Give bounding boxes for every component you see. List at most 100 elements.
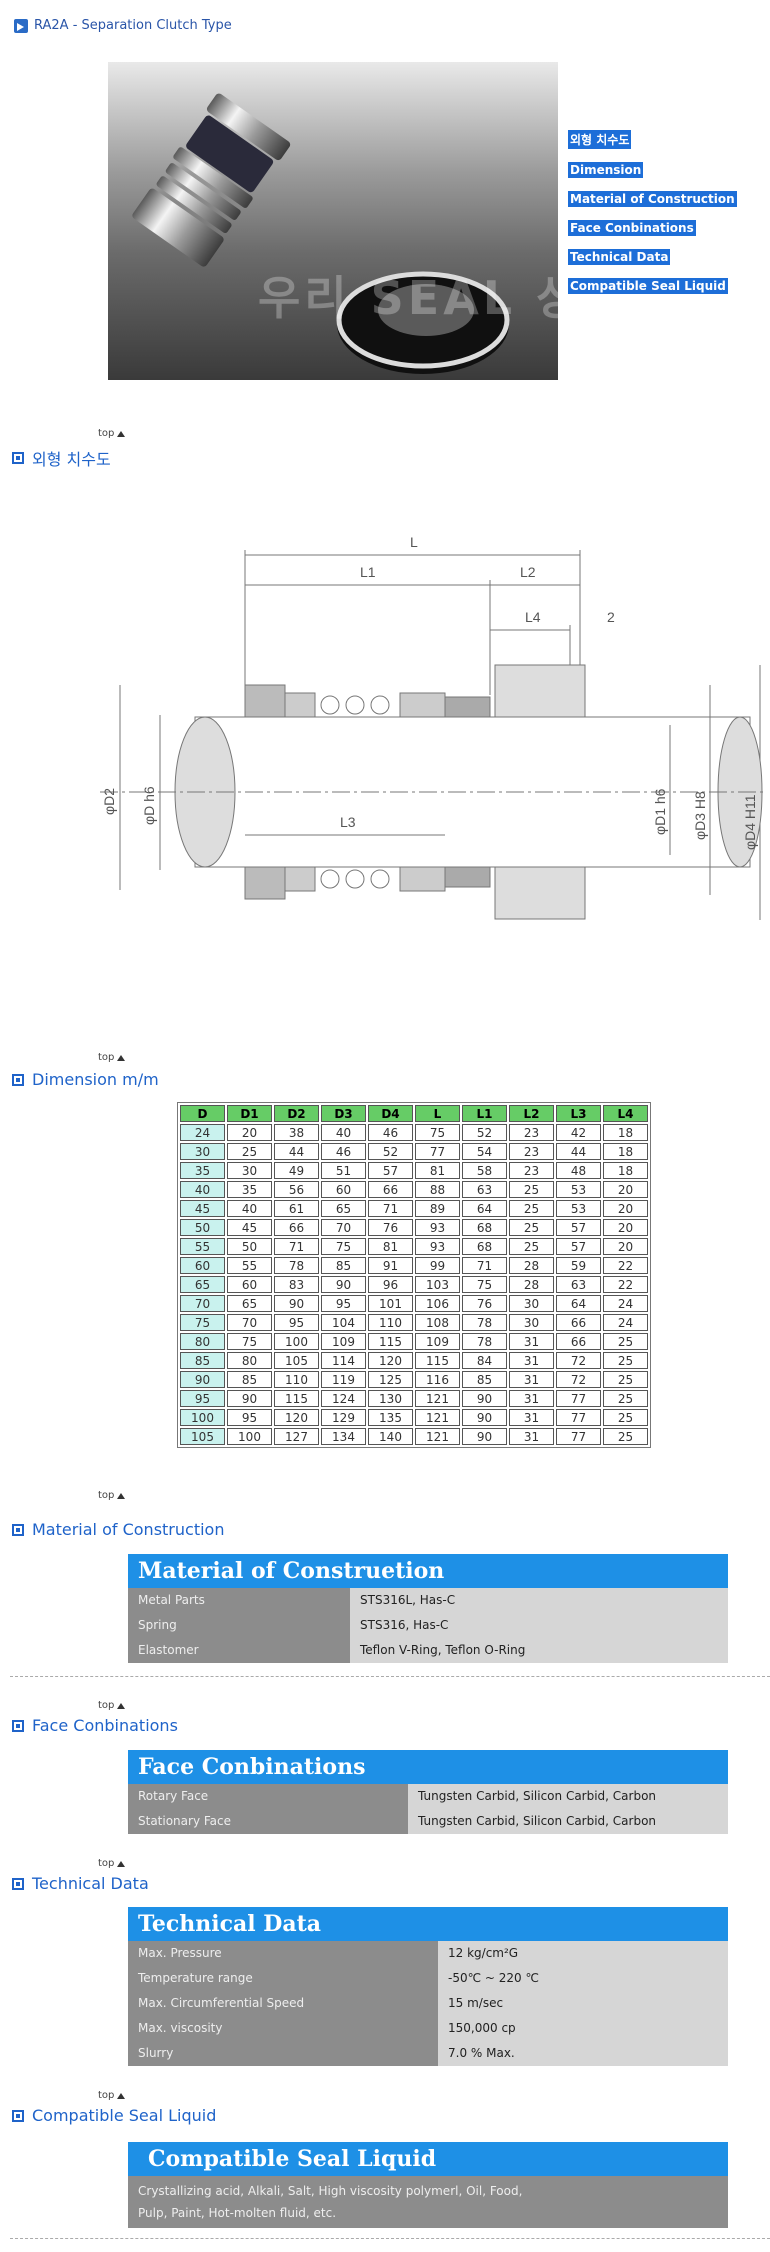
label-D3: φD3 H8: [692, 791, 708, 840]
top-link[interactable]: top: [98, 1490, 126, 1501]
face-panel-title: Face Conbinations: [128, 1750, 728, 1784]
table-cell: 52: [462, 1124, 507, 1141]
link-face[interactable]: Face Conbinations: [568, 220, 696, 236]
label-D4: φD4 H11: [742, 794, 758, 850]
link-material[interactable]: Material of Construction: [568, 191, 737, 207]
label-D1: φD1 h6: [652, 788, 668, 835]
technical-row-label: Temperature range: [128, 1966, 438, 1991]
table-cell: 66: [556, 1314, 601, 1331]
table-cell: 75: [321, 1238, 366, 1255]
table-cell: 105: [274, 1352, 319, 1369]
table-cell: 24: [603, 1314, 648, 1331]
table-cell: 30: [227, 1162, 272, 1179]
section-dimension-heading: Dimension m/m: [12, 1070, 159, 1089]
link-technical[interactable]: Technical Data: [568, 249, 671, 265]
table-header-cell: D4: [368, 1105, 413, 1122]
table-cell: 80: [227, 1352, 272, 1369]
table-cell: 108: [415, 1314, 460, 1331]
top-link[interactable]: top: [98, 1700, 126, 1711]
table-cell: 18: [603, 1162, 648, 1179]
technical-row-label: Max. Pressure: [128, 1941, 438, 1966]
table-cell: 38: [274, 1124, 319, 1141]
table-cell: 51: [321, 1162, 366, 1179]
table-cell: 57: [368, 1162, 413, 1179]
table-cell: 66: [274, 1219, 319, 1236]
face-row-value: Tungsten Carbid, Silicon Carbid, Carbon: [408, 1809, 728, 1834]
table-cell: 30: [509, 1295, 554, 1312]
table-cell: 114: [321, 1352, 366, 1369]
table-cell: 90: [462, 1390, 507, 1407]
label-D: φD h6: [141, 786, 157, 825]
top-link[interactable]: top: [98, 428, 126, 439]
table-cell: 135: [368, 1409, 413, 1426]
table-cell: 104: [321, 1314, 366, 1331]
top-link[interactable]: top: [98, 1858, 126, 1869]
face-row-label: Stationary Face: [128, 1809, 408, 1834]
table-cell: 88: [415, 1181, 460, 1198]
technical-row-label: Max. Circumferential Speed: [128, 1991, 438, 2016]
table-cell: 22: [603, 1276, 648, 1293]
table-cell: 40: [180, 1181, 225, 1198]
table-cell: 68: [462, 1219, 507, 1236]
table-cell: 115: [415, 1352, 460, 1369]
table-cell: 84: [462, 1352, 507, 1369]
table-cell: 53: [556, 1181, 601, 1198]
technical-row-value: 7.0 % Max.: [438, 2041, 728, 2066]
table-cell: 53: [556, 1200, 601, 1217]
table-cell: 121: [415, 1390, 460, 1407]
link-liquid[interactable]: Compatible Seal Liquid: [568, 278, 728, 294]
link-outline[interactable]: 외형 치수도: [568, 130, 632, 149]
table-cell: 24: [603, 1295, 648, 1312]
table-cell: 75: [227, 1333, 272, 1350]
table-header-cell: D3: [321, 1105, 366, 1122]
table-cell: 56: [274, 1181, 319, 1198]
up-arrow-icon: [117, 1054, 126, 1061]
table-cell: 44: [274, 1143, 319, 1160]
table-cell: 93: [415, 1238, 460, 1255]
page-title-text: RA2A - Separation Clutch Type: [34, 18, 232, 33]
table-cell: 23: [509, 1124, 554, 1141]
table-cell: 60: [321, 1181, 366, 1198]
quick-links: 외형 치수도 Dimension Material of Constructio…: [568, 130, 737, 294]
top-link[interactable]: top: [98, 2090, 126, 2101]
table-cell: 68: [462, 1238, 507, 1255]
link-dimension[interactable]: Dimension: [568, 162, 644, 178]
label-L1: L1: [360, 564, 376, 580]
label-2: 2: [607, 609, 615, 625]
section-outline-heading: 외형 치수도: [12, 446, 111, 470]
table-cell: 78: [462, 1314, 507, 1331]
table-cell: 81: [368, 1238, 413, 1255]
table-cell: 83: [274, 1276, 319, 1293]
bullet-icon: [12, 2109, 24, 2122]
table-cell: 60: [180, 1257, 225, 1274]
table-cell: 46: [368, 1124, 413, 1141]
table-cell: 100: [180, 1409, 225, 1426]
table-cell: 20: [603, 1181, 648, 1198]
top-label: top: [98, 1052, 115, 1063]
label-D2: φD2: [101, 788, 117, 815]
technical-row: Max. viscosity 150,000 cp: [128, 2016, 728, 2041]
divider: [10, 1676, 770, 1677]
table-cell: 44: [556, 1143, 601, 1160]
table-cell: 76: [368, 1219, 413, 1236]
top-link[interactable]: top: [98, 1052, 126, 1063]
label-L2: L2: [520, 564, 536, 580]
table-cell: 99: [415, 1257, 460, 1274]
table-cell: 25: [603, 1390, 648, 1407]
table-cell: 77: [556, 1409, 601, 1426]
technical-row: Temperature range -50℃ ~ 220 ℃: [128, 1966, 728, 1991]
table-cell: 35: [227, 1181, 272, 1198]
face-row-label: Rotary Face: [128, 1784, 408, 1809]
top-label: top: [98, 1700, 115, 1711]
table-cell: 101: [368, 1295, 413, 1312]
label-L: L: [410, 534, 418, 550]
face-panel: Face Conbinations Rotary Face Tungsten C…: [128, 1750, 728, 1834]
table-cell: 85: [462, 1371, 507, 1388]
table-header-cell: D: [180, 1105, 225, 1122]
table-cell: 90: [180, 1371, 225, 1388]
